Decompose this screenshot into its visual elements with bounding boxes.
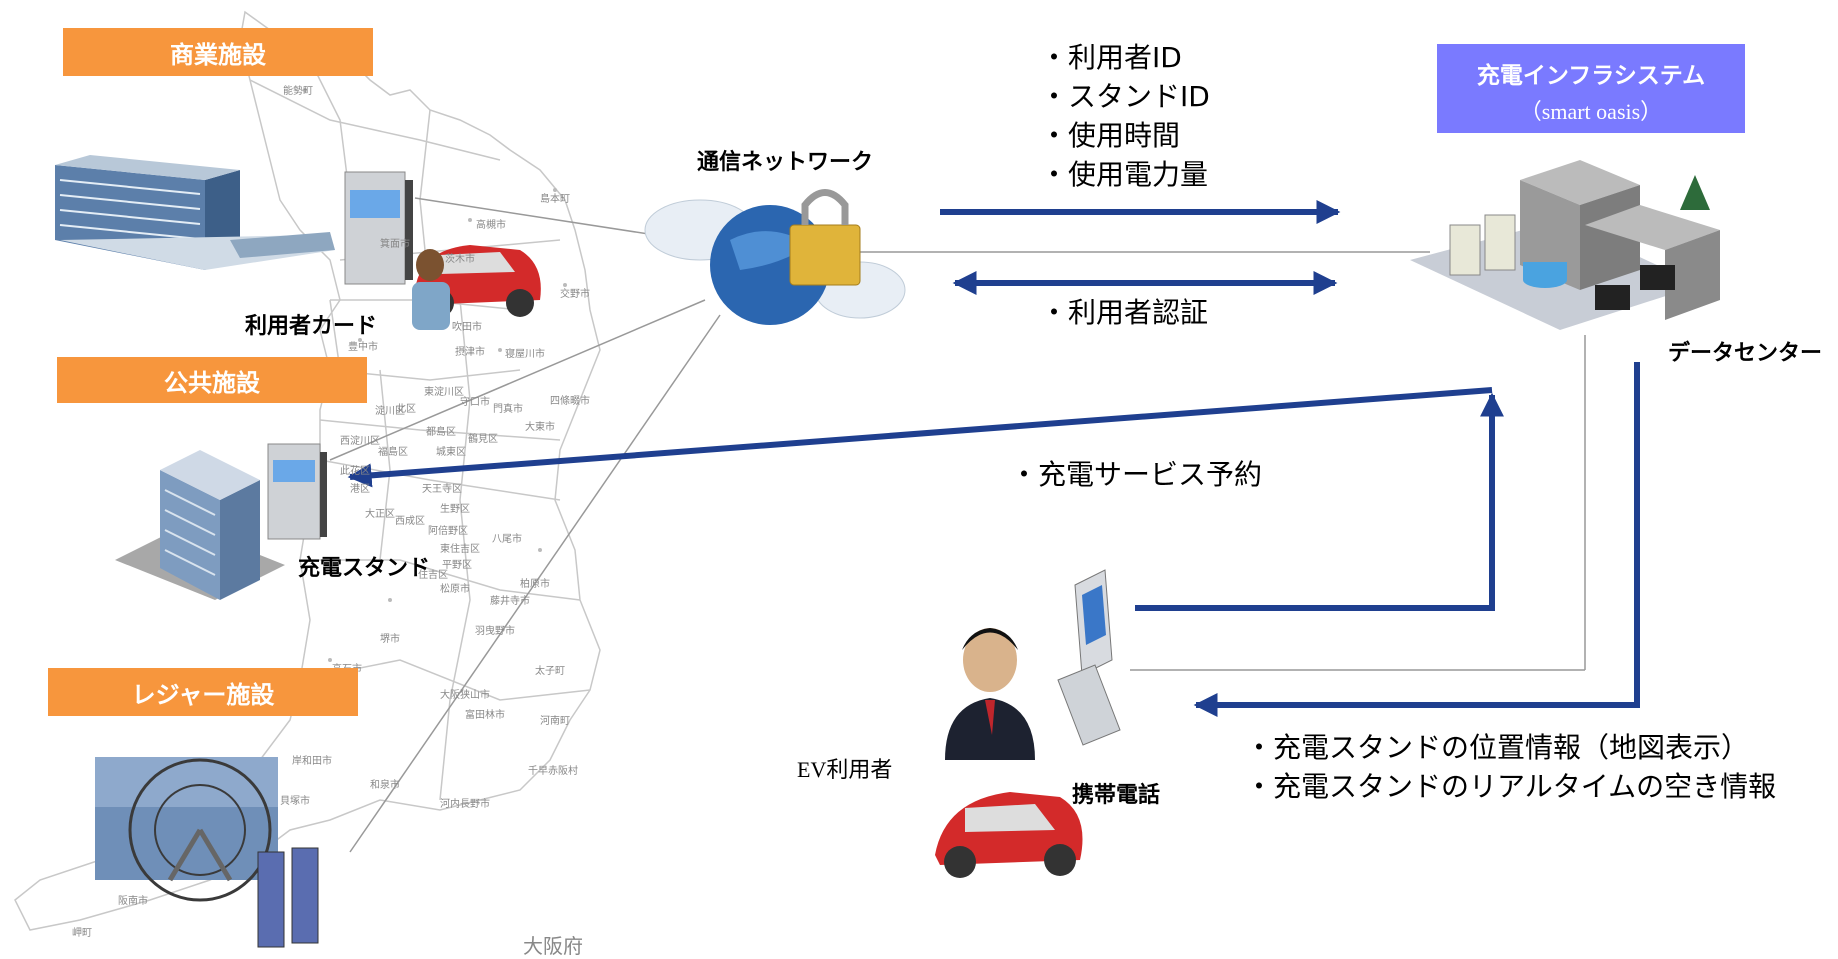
map-label: 西成区 xyxy=(395,516,425,527)
reservation-message: ・充電サービス予約 xyxy=(1010,458,1263,491)
mobile-phone-caption: 携帯電話 xyxy=(1072,783,1161,808)
phone-request-arrow xyxy=(1135,392,1504,611)
infra-system-box: 充電インフラシステム （smart oasis） xyxy=(1437,44,1745,133)
charging-pillars-leisure xyxy=(257,847,319,948)
network-caption: 通信ネットワーク xyxy=(697,150,874,175)
map-label: 高槻市 xyxy=(476,220,506,231)
upload-item: ・使用時間 xyxy=(1040,119,1181,152)
map-label: 阪南市 xyxy=(118,896,148,907)
leisure-ferris-wheel-photo xyxy=(95,757,278,902)
map-label: 河南町 xyxy=(540,716,570,727)
map-label: 東淀川区 xyxy=(424,387,464,398)
public-building-illustration xyxy=(115,450,285,600)
prefecture-label: 大阪府 xyxy=(523,934,583,958)
leisure-facility-label: レジャー施設 xyxy=(48,668,358,716)
upload-message-list: ・利用者ID ・スタンドID ・使用時間 ・使用電力量 xyxy=(1040,38,1210,194)
map-label: 寝屋川市 xyxy=(505,349,545,360)
map-label: 河内長野市 xyxy=(440,799,490,810)
map-label: 門真市 xyxy=(493,404,523,415)
map-label: 豊中市 xyxy=(348,342,378,353)
map-label: 松原市 xyxy=(440,584,470,595)
map-label: 阿倍野区 xyxy=(428,526,468,537)
ev-user-caption: EV利用者 xyxy=(797,752,892,784)
map-label: 福島区 xyxy=(378,447,408,458)
map-label: 大東市 xyxy=(525,422,555,433)
map-label: 和泉市 xyxy=(370,780,400,791)
data-flow-arrows xyxy=(347,200,1640,717)
upload-item: ・使用電力量 xyxy=(1040,158,1209,191)
reservation-arrow xyxy=(347,387,1493,488)
map-label: 平野区 xyxy=(442,560,472,571)
upload-item: ・利用者ID xyxy=(1040,41,1182,74)
map-label: 北区 xyxy=(396,404,416,415)
infra-system-subtitle: （smart oasis） xyxy=(1519,99,1663,124)
commercial-building-illustration xyxy=(55,155,335,270)
map-label: 城東区 xyxy=(436,447,466,458)
connection-lines xyxy=(329,197,1586,853)
ev-user-label: EV利用者 xyxy=(797,757,893,782)
map-label: 能勢町 xyxy=(283,86,313,97)
map-label: 都島区 xyxy=(426,427,456,438)
map-label: 港区 xyxy=(350,484,370,495)
map-label: 富田林市 xyxy=(465,710,505,721)
upload-item: ・スタンドID xyxy=(1040,80,1210,113)
map-label: 羽曳野市 xyxy=(475,626,515,637)
map-label: 大阪狭山市 xyxy=(440,690,490,701)
commercial-facility-label: 商業施設 xyxy=(63,28,373,76)
map-label: 岬町 xyxy=(72,928,92,939)
map-label: 交野市 xyxy=(560,289,590,300)
map-label: 堺市 xyxy=(380,634,400,645)
map-label: 東住吉区 xyxy=(440,544,480,555)
charging-stand-caption: 充電スタンド xyxy=(298,556,431,581)
auth-message: ・利用者認証 xyxy=(1040,296,1209,329)
map-label: 岸和田市 xyxy=(292,756,332,767)
ev-car-user xyxy=(935,792,1083,878)
map-label: 藤井寺市 xyxy=(490,596,530,607)
map-label: 柏原市 xyxy=(520,579,550,590)
mobile-phone-illustration xyxy=(1057,569,1121,746)
ev-car-commercial xyxy=(412,245,541,330)
map-dots xyxy=(303,88,567,662)
map-label: 茨木市 xyxy=(445,254,475,265)
map-label: 四條畷市 xyxy=(550,396,590,407)
map-label: 島本町 xyxy=(540,194,570,205)
info-item: ・充電スタンドの位置情報（地図表示） xyxy=(1245,731,1750,764)
infra-system-title: 充電インフラシステム xyxy=(1476,63,1706,89)
public-facility-label: 公共施設 xyxy=(57,357,367,403)
map-label: 箕面市 xyxy=(380,239,410,250)
map-label: 淀川区 xyxy=(375,406,405,417)
map-label: 大正区 xyxy=(365,509,395,520)
map-label: 吹田市 xyxy=(452,322,482,333)
user-card-caption: 利用者カード xyxy=(245,314,378,339)
map-label: 西淀川区 xyxy=(340,436,380,447)
map-label: 八尾市 xyxy=(492,534,522,545)
network-globe-lock xyxy=(644,189,906,325)
map-label: 住吉区 xyxy=(418,570,448,581)
ev-user-illustration xyxy=(945,628,1035,760)
map-label: 天王寺区 xyxy=(422,484,462,495)
info-item: ・充電スタンドのリアルタイムの空き情報 xyxy=(1245,770,1777,803)
map-label: 千早赤阪村 xyxy=(528,766,578,777)
map-label: 此花区 xyxy=(340,466,370,477)
map-label: 守口市 xyxy=(460,397,490,408)
charging-stand-public xyxy=(267,443,327,540)
info-arrow xyxy=(1193,362,1640,717)
charging-stand-commercial xyxy=(344,171,413,285)
data-center-caption: データセンター xyxy=(1668,341,1823,366)
map-label: 太子町 xyxy=(535,666,565,677)
data-center-illustration xyxy=(1410,160,1720,330)
map-label: 摂津市 xyxy=(455,347,485,358)
map-label: 貝塚市 xyxy=(280,796,310,807)
map-label: 生野区 xyxy=(440,504,470,515)
map-label: 鶴見区 xyxy=(468,434,498,445)
info-message-list: ・充電スタンドの位置情報（地図表示） ・充電スタンドのリアルタイムの空き情報 xyxy=(1245,728,1776,806)
